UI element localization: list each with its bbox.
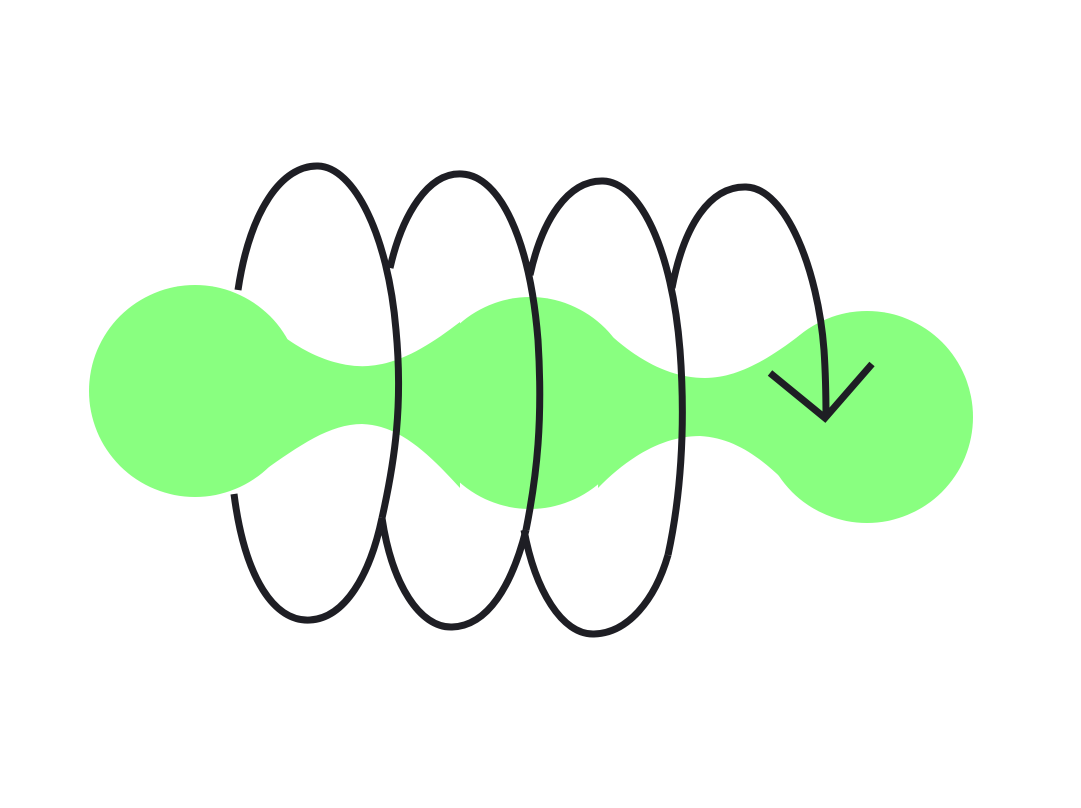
left-bulb: [89, 285, 301, 497]
coil-loop-3-front: [526, 177, 686, 556]
coil-loop-3-back: [520, 529, 672, 638]
coil-loop-1-front: [234, 162, 403, 519]
left-neck: [262, 318, 460, 488]
arrowhead-down-icon: [767, 361, 875, 423]
right-neck: [598, 325, 800, 497]
right-bulb: [761, 311, 973, 523]
coil-loop-4-front: [668, 183, 830, 419]
spiral-coil: [230, 162, 830, 638]
green-blob-shape: [89, 285, 973, 523]
coil-loop-1-back: [230, 493, 386, 624]
middle-bulb: [424, 297, 636, 509]
coil-loop-2-back: [378, 517, 530, 631]
coil-loop-2-front: [386, 170, 544, 531]
